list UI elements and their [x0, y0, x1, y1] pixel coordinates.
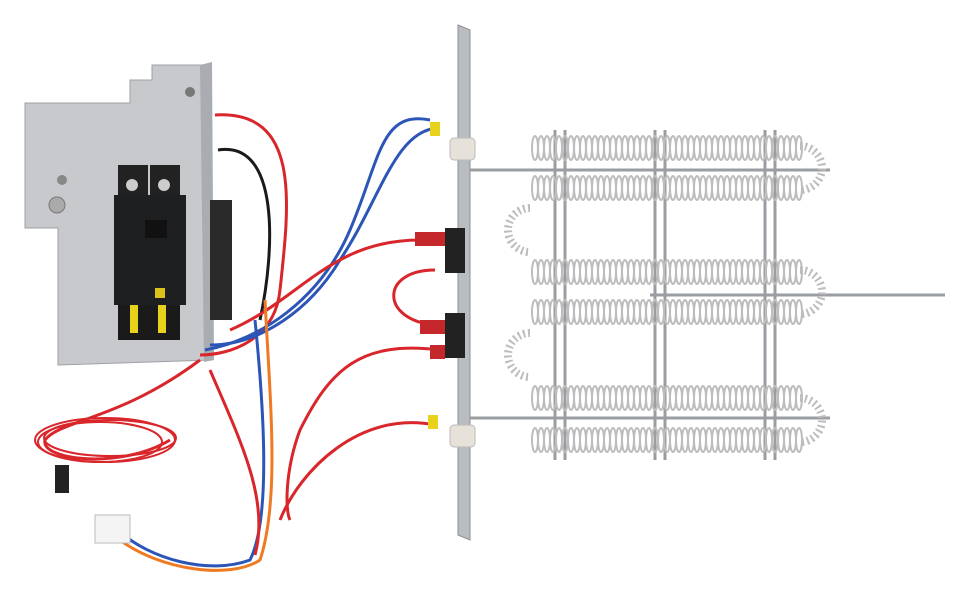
coil-turn	[795, 259, 803, 285]
ground-lug-icon	[48, 196, 66, 214]
ceramic-terminals	[428, 122, 476, 448]
sensor-coil	[34, 417, 177, 493]
screw-icon	[57, 175, 67, 185]
coil-turn	[795, 427, 803, 453]
circuit-breaker	[114, 165, 232, 340]
coil-bend	[799, 394, 826, 446]
temperature-sensor	[55, 465, 69, 493]
molex-connector	[94, 514, 131, 544]
coil-turn	[795, 175, 803, 201]
coil-bend	[504, 204, 531, 256]
coil-turn	[795, 385, 803, 411]
coil-bend	[504, 329, 531, 381]
heating-coils	[504, 135, 826, 453]
coil-bend	[799, 142, 826, 194]
coil-bend	[799, 266, 826, 318]
relay	[210, 200, 232, 320]
limit-switches	[415, 228, 465, 359]
coil-turn	[795, 135, 803, 161]
wiring-harness	[43, 113, 441, 572]
mounting-plate	[457, 24, 471, 541]
coil-turn	[795, 299, 803, 325]
